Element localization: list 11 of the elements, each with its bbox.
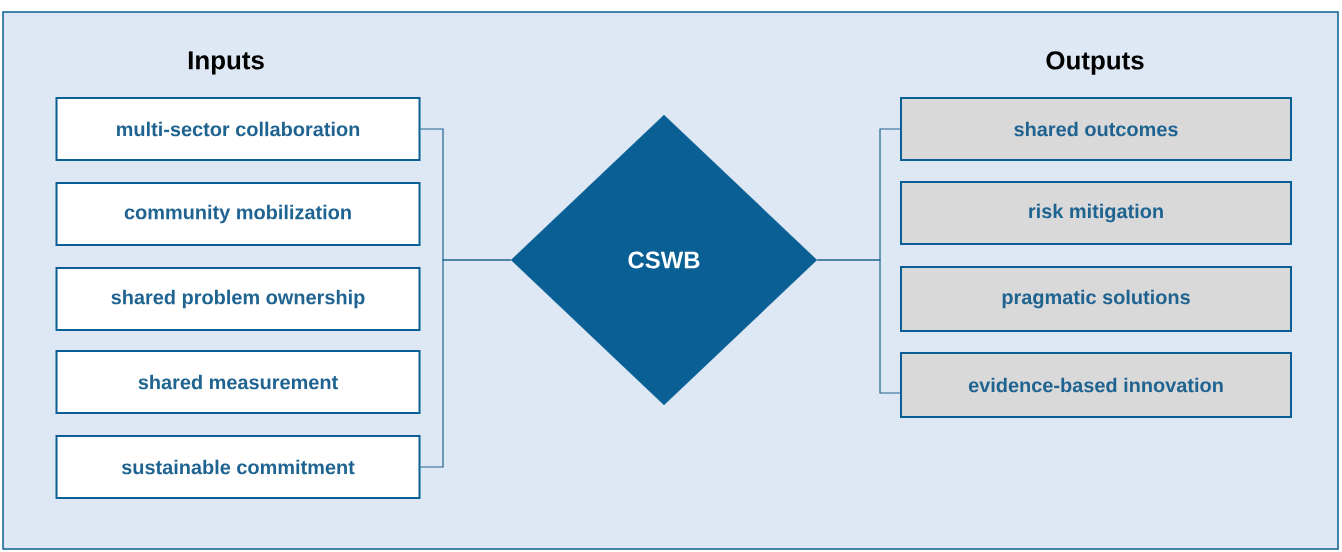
- output-box: pragmatic solutions: [900, 266, 1292, 332]
- connector-line: [419, 259, 512, 468]
- output-box: risk mitigation: [900, 181, 1292, 245]
- input-box: community mobilization: [55, 182, 421, 246]
- output-box: evidence-based innovation: [900, 352, 1292, 418]
- input-box: multi-sector collaboration: [55, 97, 421, 161]
- output-box: shared outcomes: [900, 97, 1292, 161]
- connector-line: [816, 259, 901, 394]
- input-box: shared problem ownership: [55, 267, 421, 331]
- input-box: shared measurement: [55, 350, 421, 414]
- input-box: sustainable commitment: [55, 435, 421, 499]
